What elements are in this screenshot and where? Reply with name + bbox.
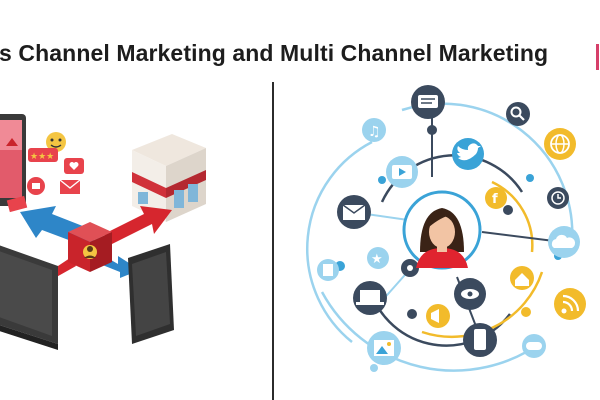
phone-icon — [463, 323, 497, 357]
svg-text:♫: ♫ — [368, 124, 381, 140]
cross-channel-illustration: ★★★ — [0, 82, 272, 400]
gamepad-icon — [522, 334, 546, 358]
video-icon — [386, 156, 418, 188]
rss-icon — [554, 288, 586, 320]
star-icon: ★ — [367, 247, 389, 269]
mail-icon — [59, 179, 81, 194]
column-divider — [272, 82, 274, 400]
svg-text:★★★: ★★★ — [30, 152, 54, 162]
cloud-icon — [548, 226, 580, 258]
svg-text:★: ★ — [371, 252, 383, 267]
laptop-icon — [353, 281, 387, 315]
title-accent-bar — [596, 44, 599, 70]
twitter-icon — [452, 138, 484, 170]
cube-person-icon — [68, 222, 112, 272]
monitor-icon — [0, 245, 58, 350]
facebook-icon: f — [485, 187, 507, 209]
heart-bubble-icon — [64, 158, 84, 174]
megaphone-icon — [426, 304, 450, 328]
multi-channel-illustration: ♫ f — [282, 82, 600, 400]
eye-icon — [454, 278, 486, 310]
page-title: oss Channel Marketing and Multi Channel … — [0, 40, 549, 66]
like-bubble-icon — [27, 177, 45, 195]
card-icon — [6, 195, 28, 213]
doc-icon — [317, 259, 339, 281]
home-icon — [510, 266, 534, 290]
smartphone-icon — [0, 114, 26, 206]
red-arrow-up-right — [104, 206, 172, 244]
clock-icon — [547, 187, 569, 209]
chat-icon — [411, 85, 445, 119]
svg-text:f: f — [492, 192, 498, 207]
star-rating-icon: ★★★ — [28, 148, 58, 162]
tablet-icon — [128, 244, 174, 344]
music-icon: ♫ — [362, 118, 386, 142]
pin-icon — [401, 259, 419, 277]
storefront-icon — [132, 134, 206, 222]
search-icon — [506, 102, 530, 126]
image-icon — [367, 331, 401, 365]
mail-icon — [337, 195, 371, 229]
emoji-face-icon — [46, 132, 66, 152]
globe-icon — [544, 128, 576, 160]
page-title-bar: oss Channel Marketing and Multi Channel … — [0, 34, 600, 74]
woman-avatar-icon — [402, 190, 482, 270]
